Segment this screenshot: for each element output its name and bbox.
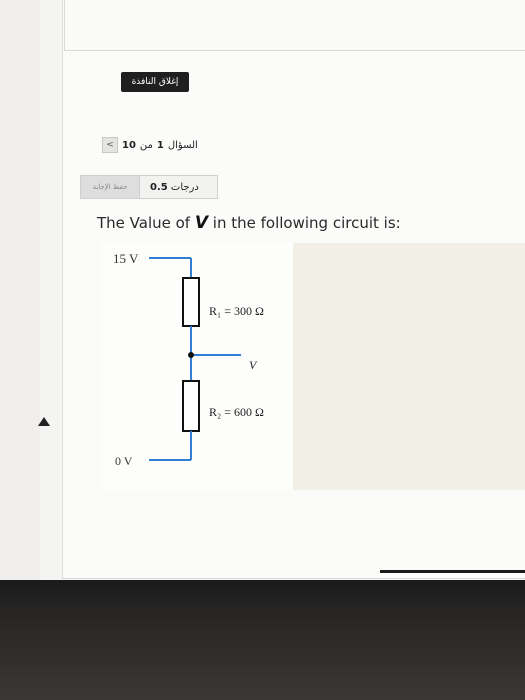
question-navigation: < 10 من 1 السؤال (102, 137, 198, 153)
r2-label: R₂ = 600 Ω (209, 405, 264, 419)
top-voltage-label: 15 V (113, 251, 139, 266)
r1-label: R₁ = 300 Ω (209, 304, 264, 318)
resistor-r1 (182, 277, 200, 327)
circuit-diagram: 15 V R₁ = 300 Ω V R₂ = 600 Ω 0 V (113, 251, 264, 468)
close-window-button[interactable]: إغلاق النافذة (121, 72, 189, 92)
question-text-after: in the following circuit is: (208, 214, 401, 232)
junction-node (188, 352, 194, 358)
question-of-label: من (139, 139, 153, 151)
points-label: 0.5 درجات (150, 182, 199, 193)
left-gutter (0, 0, 40, 580)
save-answer-button[interactable]: حفظ الإجابة (81, 176, 140, 198)
resistor-r2 (182, 380, 200, 432)
question-text: The Value of V in the following circuit … (97, 213, 401, 233)
question-text-before: The Value of (97, 214, 195, 232)
question-current: 1 (156, 139, 164, 151)
chevron-left-icon[interactable]: < (102, 137, 118, 153)
home-indicator (380, 570, 525, 573)
play-triangle-icon[interactable] (38, 417, 50, 426)
points-unit: درجات (170, 181, 199, 193)
header-box (64, 0, 525, 51)
output-v-label: V (249, 358, 258, 372)
question-prefix-label: السؤال (167, 139, 198, 151)
bottom-voltage-label: 0 V (115, 454, 133, 468)
question-variable: V (194, 213, 209, 233)
question-total: 10 (122, 139, 136, 151)
desk-surface (0, 610, 525, 700)
answer-bar: حفظ الإجابة 0.5 درجات (80, 175, 218, 199)
points-value: 0.5 (150, 181, 168, 193)
